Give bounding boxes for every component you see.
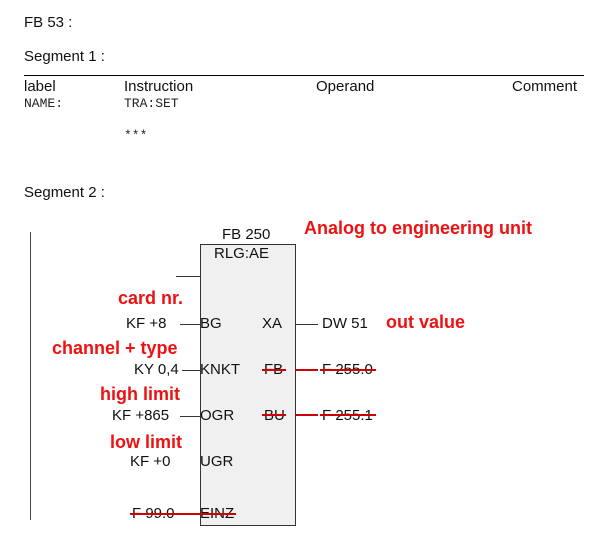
annotation-channel-type: channel + type	[52, 338, 178, 358]
pin-xa: XA	[262, 315, 283, 332]
function-block	[200, 244, 296, 526]
annotation-out-value: out value	[386, 312, 466, 332]
pin-ogr: OGR	[200, 407, 235, 424]
power-rail	[30, 232, 31, 520]
segment-2-title: Segment 2 :	[24, 184, 105, 201]
strike-pin-fb	[262, 369, 286, 371]
input-knkt-value: KY 0,4	[134, 361, 179, 378]
block-name: FB 250	[222, 226, 271, 243]
strike-output-bu	[320, 414, 376, 416]
input-knkt-wire	[182, 370, 200, 371]
pin-ugr: UGR	[200, 453, 234, 470]
pin-knkt: KNKT	[200, 361, 241, 378]
input-bg-value: KF +8	[126, 315, 167, 332]
row-2-instruction: ***	[124, 128, 148, 143]
column-comment: Comment	[512, 78, 578, 95]
fb-title: FB 53 :	[24, 14, 73, 31]
pin-bg: BG	[200, 315, 222, 332]
output-xa-value: DW 51	[322, 315, 368, 332]
column-label: label	[24, 78, 56, 95]
segment-1-title: Segment 1 :	[24, 48, 105, 65]
column-operand: Operand	[316, 78, 375, 95]
column-instruction: Instruction	[124, 78, 194, 95]
input-ugr-value: KF +0	[130, 453, 171, 470]
input-ogr-value: KF +865	[112, 407, 170, 424]
annotation-card-nr: card nr.	[118, 288, 184, 308]
annotation-high-limit: high limit	[100, 384, 180, 404]
table-top-rule	[24, 75, 584, 76]
strike-pin-einz	[198, 513, 236, 515]
output-fb-wire	[296, 369, 318, 371]
block-type: RLG:AE	[214, 245, 270, 262]
strike-output-fb	[320, 369, 376, 371]
input-stub	[176, 276, 200, 277]
row-1-label: NAME:	[24, 96, 64, 111]
annotation-low-limit: low limit	[110, 432, 182, 452]
annotation-title: Analog to engineering unit	[304, 218, 532, 238]
input-ogr-wire	[180, 416, 200, 417]
output-xa-wire	[296, 324, 318, 325]
output-bu-wire	[296, 414, 318, 416]
input-bg-wire	[180, 324, 200, 325]
row-1-instruction: TRA:SET	[124, 96, 179, 111]
strike-pin-bu	[262, 414, 286, 416]
input-einz-wire	[130, 513, 200, 515]
